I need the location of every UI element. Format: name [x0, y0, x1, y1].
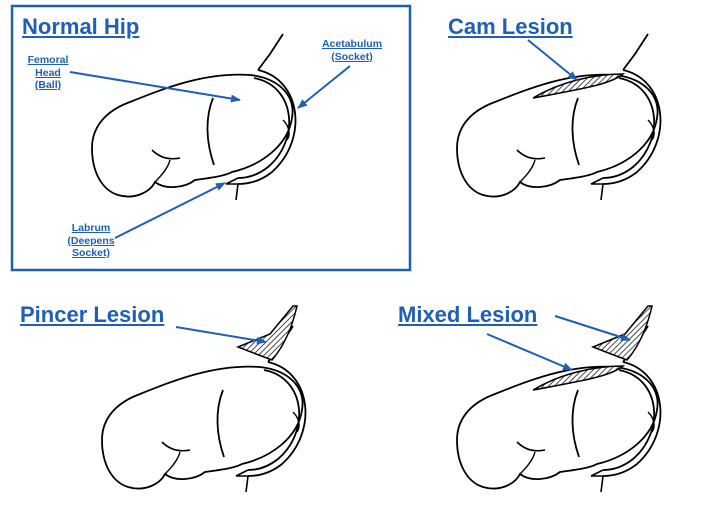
femoral-head-arrow: [69, 71, 241, 103]
normal-hip-bone: [91, 33, 297, 201]
normal-hip-title: Normal Hip: [22, 14, 140, 39]
cam-lesion-bone: [456, 33, 662, 201]
pincer-overgrowth: [235, 305, 298, 361]
acetabulum-label: Acetabulum (Socket): [321, 38, 383, 63]
cam-lesion-title: Cam Lesion: [448, 14, 573, 39]
mixed-cam-bump: [532, 365, 626, 391]
mixed-pincer-arrow: [554, 315, 631, 342]
mixed-lesion-title: Mixed Lesion: [398, 302, 538, 327]
labrum-arrow: [114, 182, 226, 239]
acetabulum-arrow: [297, 65, 351, 109]
pincer-lesion-title: Pincer Lesion: [20, 302, 165, 327]
cam-lesion-panel: [456, 33, 662, 201]
cam-lesion-arrow: [527, 39, 578, 81]
mixed-lesion-panel: [456, 305, 662, 493]
normal-hip-frame: [10, 4, 412, 272]
mixed-lesion-bone: [456, 305, 662, 493]
pincer-lesion-arrow: [175, 326, 267, 345]
pincer-lesion-panel: [101, 305, 307, 493]
cam-bump: [532, 73, 626, 99]
femoral-head-label: Femoral Head (Ball): [27, 54, 69, 92]
labrum-label: Labrum (Deepens Socket): [67, 222, 115, 260]
pincer-lesion-bone: [101, 305, 307, 493]
normal-hip-panel: [10, 4, 412, 272]
mixed-pincer-overgrowth: [590, 305, 653, 361]
mixed-cam-arrow: [486, 333, 573, 371]
